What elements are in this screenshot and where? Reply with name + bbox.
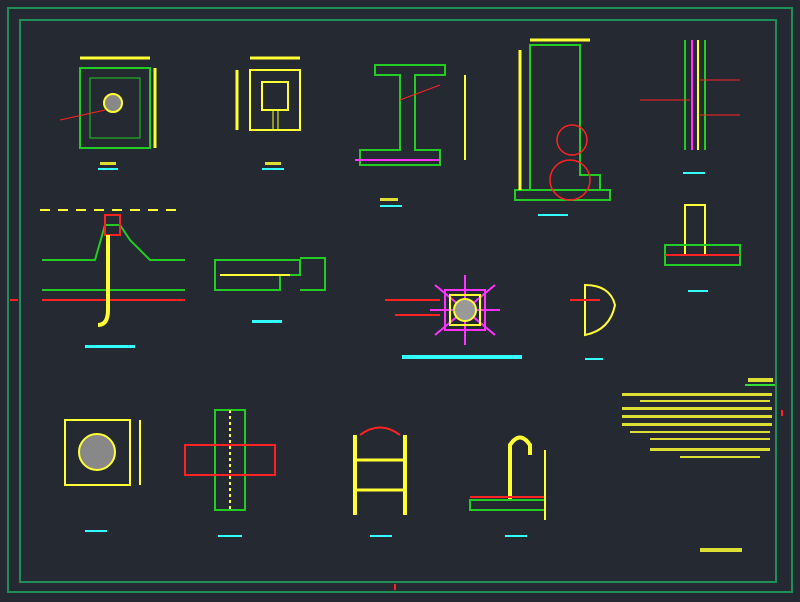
detail-manhole — [64, 419, 141, 532]
detail-wall-section — [514, 38, 611, 216]
detail-joint — [664, 204, 741, 292]
detail-column — [640, 40, 740, 174]
detail-ladder — [353, 426, 407, 537]
detail-vent-pipe — [469, 435, 546, 537]
detail-star-pipe — [385, 275, 522, 359]
detail-square-base — [59, 56, 157, 170]
general-notes — [622, 378, 775, 552]
detail-culvert-section — [40, 209, 185, 348]
detail-plate — [235, 56, 301, 170]
detail-pipe-through-wall — [184, 409, 276, 537]
detail-dome — [570, 283, 617, 360]
frame-ticks — [10, 299, 783, 590]
inner-frame — [19, 19, 777, 583]
detail-channel — [214, 257, 326, 323]
detail-bracket — [355, 64, 466, 207]
outer-frame — [7, 7, 793, 593]
